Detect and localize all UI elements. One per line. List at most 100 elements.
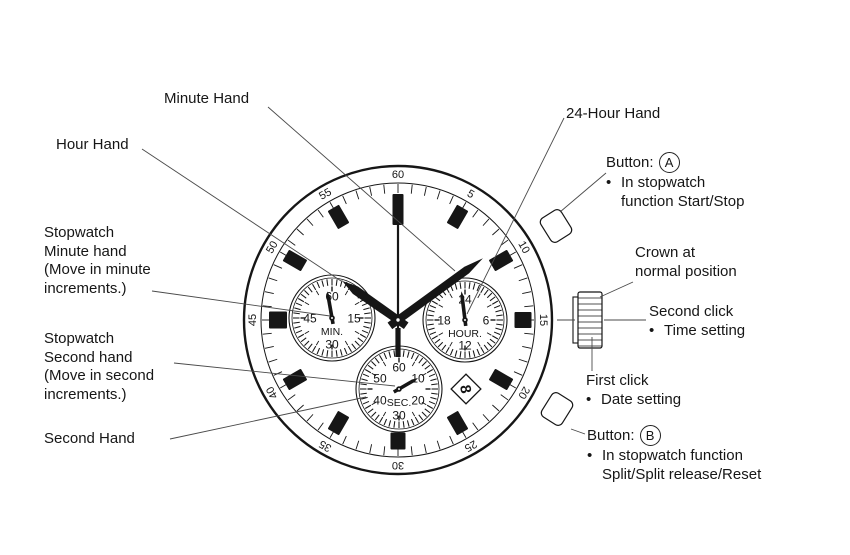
second-click-bullet-line: • Time setting (649, 322, 745, 341)
hour-marker (514, 312, 532, 328)
subdial-number: 60 (392, 360, 406, 374)
label-line: (Move in second (44, 367, 155, 384)
subdial-label: HOUR. (448, 328, 482, 340)
pusher-buttons (539, 209, 574, 426)
24-hour-hand-line (466, 117, 565, 315)
hour-hand-label: Hour Hand (56, 136, 129, 153)
bullet-dot: • (586, 390, 592, 408)
label-line: normal position (635, 262, 737, 280)
minute-hand-label: Minute Hand (164, 90, 250, 107)
label-line: Stopwatch (44, 224, 115, 241)
label-line: Time setting (664, 321, 746, 339)
label-line: In stopwatch function (602, 447, 743, 464)
button-b-title: Button: B (587, 425, 761, 446)
crown-line (599, 281, 634, 298)
subdial-number: 15 (347, 311, 361, 325)
minute-hand (387, 258, 483, 330)
subdial-number: 50 (373, 371, 387, 385)
hour-marker (282, 368, 307, 391)
second-click-label: Second click • Time setting (649, 303, 745, 340)
bezel-number: 60 (392, 169, 404, 181)
label-line: Second click (649, 303, 734, 320)
label-line: Split/Split release/Reset (602, 466, 762, 483)
button-a-title-text: Button: (606, 154, 654, 171)
bezel-number: 30 (392, 459, 404, 471)
hour-marker (489, 249, 514, 272)
circled-a: A (658, 152, 680, 173)
label-line: Minute hand (44, 242, 127, 260)
bezel-number: 20 (515, 384, 532, 401)
subdial-number: 30 (325, 337, 339, 351)
stopwatch-second-hand-label: Stopwatch Second hand (Move in second in… (44, 330, 154, 404)
label-line: increments.) (44, 385, 127, 403)
subdial-number: 40 (373, 393, 387, 407)
subdial-number: 12 (458, 338, 472, 352)
hour-hand-line (141, 148, 342, 282)
label-line: In stopwatch (621, 174, 706, 191)
stopwatch-minute-hand-line (151, 290, 331, 317)
hour-marker (327, 411, 350, 436)
button-b-label: Button: B • In stopwatch function Split/… (587, 425, 761, 484)
hour-hand (342, 280, 409, 330)
bezel-number: 45 (247, 314, 259, 326)
hour-marker (282, 249, 307, 272)
button-a-line (559, 172, 607, 213)
label-line: First click (586, 372, 649, 389)
date-window-frame (450, 373, 482, 405)
button-b-title-text: Button: (587, 427, 635, 444)
subdial-number: 10 (411, 371, 425, 385)
label-line: Second hand (44, 348, 133, 366)
date-window: 8 (450, 373, 482, 405)
bezel-number: 25 (462, 437, 479, 454)
bezel-number: 5 (465, 188, 476, 201)
stopwatch-second-hand-line (173, 362, 396, 387)
button-b-bullet-line: • In stopwatch function (587, 446, 761, 465)
subdial-number: 20 (411, 393, 425, 407)
label-line: Crown at (635, 244, 696, 261)
button-a-bullet-line: • In stopwatch (606, 173, 744, 192)
button-b-line (570, 428, 586, 435)
subdial-number: 45 (303, 311, 317, 325)
callout-lines (141, 106, 646, 440)
subdial-label: MIN. (321, 326, 343, 338)
bullet-dot: • (649, 321, 655, 339)
button-b (540, 392, 574, 426)
hour-marker (327, 204, 350, 229)
button-a-title: Button: A (606, 152, 744, 173)
first-click-label: First click • Date setting (586, 372, 681, 409)
bezel-number: 35 (317, 437, 334, 454)
subdial-number: 30 (392, 408, 406, 422)
24-hour-hand-label: 24-Hour Hand (566, 105, 661, 122)
circled-b: B (639, 425, 661, 446)
hour-markers (269, 194, 532, 450)
second-hand (395, 196, 401, 357)
subdial-label: SEC. (387, 397, 412, 409)
crown (572, 291, 603, 349)
minute-hand-line (267, 106, 456, 272)
date-numeral: 8 (456, 384, 474, 395)
hour-marker (446, 411, 469, 436)
label-line: increments.) (44, 279, 127, 297)
hour-marker (390, 432, 406, 450)
second-hand-line (169, 396, 367, 440)
hour-marker (446, 204, 469, 229)
subdial-number: 6 (483, 313, 490, 327)
crown-label: Crown at normal position (635, 244, 737, 281)
hour-marker (269, 311, 287, 329)
hour-marker (489, 368, 514, 391)
bullet-dot: • (587, 447, 593, 464)
stopwatch-minute-hand-label: Stopwatch Minute hand (Move in minute in… (44, 224, 151, 298)
second-hand-label: Second Hand (44, 430, 135, 447)
subdial-number: 18 (437, 313, 451, 327)
first-click-bullet-line: • Date setting (586, 391, 681, 410)
label-line: Stopwatch (44, 330, 115, 347)
label-line: Date setting (601, 390, 682, 408)
subdial-number: 24 (458, 292, 472, 306)
bezel-number: 40 (264, 384, 281, 401)
bezel-number: 15 (537, 314, 549, 326)
